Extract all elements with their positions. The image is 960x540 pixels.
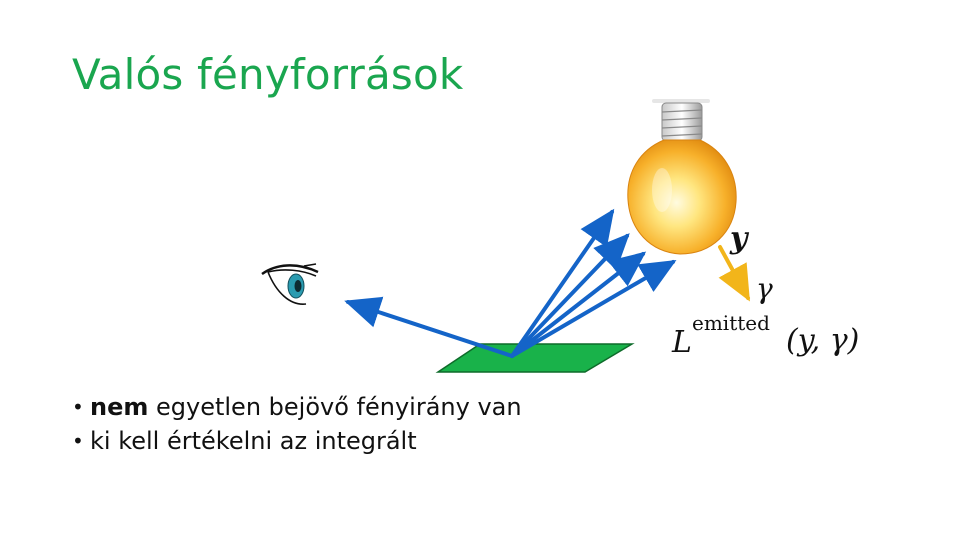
bullet-list: nem egyetlen bejövő fényirány van ki kel… <box>72 390 522 458</box>
bullet-item: nem egyetlen bejövő fényirány van <box>72 390 522 424</box>
radiance-superscript: emitted <box>692 311 770 335</box>
emitted-ray <box>718 245 750 302</box>
bullet-text: ki kell értékelni az integrált <box>90 427 417 455</box>
incoming-ray <box>510 251 647 358</box>
direction-label: γ <box>756 272 773 305</box>
light-bulb-icon <box>627 99 737 255</box>
incoming-ray <box>510 233 630 358</box>
incoming-ray <box>510 208 615 358</box>
radiance-symbol: L <box>671 325 692 360</box>
surface-patch <box>435 343 635 373</box>
bullet-text: egyetlen bejövő fényirány van <box>148 393 522 421</box>
bullet-item: ki kell értékelni az integrált <box>72 424 522 458</box>
radiance-formula: L emitted (y, γ) <box>671 311 859 360</box>
point-label: y <box>729 221 750 256</box>
incoming-rays <box>344 208 677 358</box>
reflected-ray <box>344 296 514 358</box>
radiance-args: (y, γ) <box>786 323 859 358</box>
incoming-ray <box>510 259 677 358</box>
slide-title: Valós fényforrások <box>72 50 464 99</box>
bullet-bold: nem <box>90 393 149 421</box>
eye-icon <box>261 263 319 305</box>
